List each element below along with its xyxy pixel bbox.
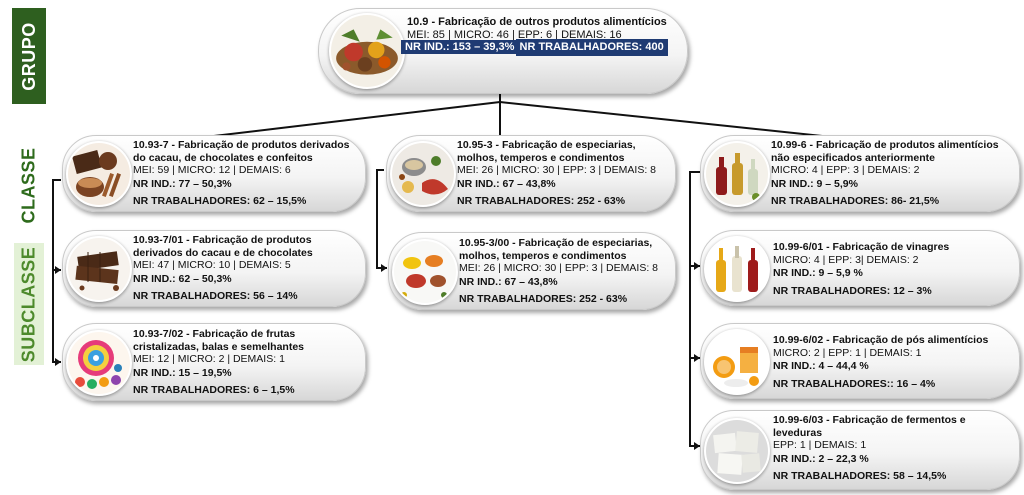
spices-trunk	[376, 169, 387, 269]
subclass-other-2-trab: NR TRABALHADORES:: 16 – 4%	[773, 377, 936, 390]
class-other-ind: NR IND.: 9 – 5,9%	[771, 177, 858, 190]
juice-powder-image	[704, 329, 770, 395]
class-cocoa-counts: MEI: 59 | MICRO: 12 | DEMAIS: 6	[133, 164, 291, 176]
subclass-cocoa-1-ind: NR IND.: 62 – 50,3%	[133, 272, 232, 285]
subclass-spices-1-ind: NR IND.: 67 – 43,8%	[459, 275, 558, 288]
class-node-other: 10.99-6 - Fabricação de produtos aliment…	[700, 135, 1020, 212]
subclass-cocoa-2-title: 10.93-7/02 - Fabricação de frutas crista…	[133, 328, 305, 353]
group-counts: MEI: 85 | MICRO: 46 | EPP: 6 | DEMAIS: 1…	[407, 28, 622, 41]
group-ind-badge: NR IND.: 153 – 39,3%	[401, 40, 519, 54]
subclass-node-other-2: 10.99-6/02 - Fabricação de pós alimentíc…	[700, 323, 1020, 399]
subclass-spices-1-title: 10.95-3/00 - Fabricação de especiarias, …	[459, 237, 653, 262]
class-other-counts: MICRO: 4 | EPP: 3 | DEMAIS: 2	[771, 164, 920, 176]
chocolate-image	[66, 141, 132, 207]
subclass-other-1-ind: NR IND.: 9 – 5,9 %	[773, 267, 863, 279]
subclass-other-3-ind: NR IND.: 2 – 22,3 %	[773, 452, 869, 465]
class-cocoa-trab: NR TRABALHADORES: 62 – 15,5%	[133, 195, 307, 207]
candy-image	[66, 330, 132, 396]
subclass-other-2-counts: MICRO: 2 | EPP: 1 | DEMAIS: 1	[773, 346, 922, 359]
spices-bowls-image	[390, 141, 456, 207]
arrow-other-sub3	[694, 442, 700, 450]
class-node-cocoa: 10.93-7 - Fabricação de produtos derivad…	[62, 135, 366, 212]
spice-spoons-image	[392, 239, 458, 305]
class-spices-title: 10.95-3 - Fabricação de especiarias, mol…	[457, 139, 636, 164]
subclass-cocoa-2-ind: NR IND.: 15 – 19,5%	[133, 366, 232, 379]
class-other-trab: NR TRABALHADORES: 86- 21,5%	[771, 195, 940, 207]
subclass-other-3-title: 10.99-6/03 - Fabricação de fermentos e l…	[773, 414, 966, 439]
group-title: 10.9 - Fabricação de outros produtos ali…	[407, 16, 667, 28]
subclass-cocoa-1-title: 10.93-7/01 - Fabricação de produtos deri…	[133, 234, 313, 259]
class-spices-trab: NR TRABALHADORES: 252 - 63%	[457, 195, 626, 207]
vinegar-image	[704, 236, 770, 302]
subclass-node-cocoa-1: 10.93-7/01 - Fabricação de produtos deri…	[62, 230, 366, 307]
chocolate-bar-image	[66, 236, 132, 302]
class-node-spices: 10.95-3 - Fabricação de especiarias, mol…	[386, 135, 676, 212]
subclass-node-cocoa-2: 10.93-7/02 - Fabricação de frutas crista…	[62, 323, 366, 401]
subclass-other-1-title: 10.99-6/01 - Fabricação de vinagres	[773, 241, 950, 253]
subclass-other-1-counts: MICRO: 4 | EPP: 3| DEMAIS: 2	[773, 253, 919, 266]
class-cocoa-ind: NR IND.: 77 – 50,3%	[133, 177, 232, 190]
subclass-node-other-3: 10.99-6/03 - Fabricação de fermentos e l…	[700, 410, 1020, 490]
branch-to-other	[499, 101, 861, 141]
subclass-cocoa-2-trab: NR TRABALHADORES: 6 – 1,5%	[133, 384, 295, 396]
subclass-cocoa-1-trab: NR TRABALHADORES: 56 – 14%	[133, 290, 298, 302]
arrow-other-sub1	[694, 262, 700, 270]
class-other-title: 10.99-6 - Fabricação de produtos aliment…	[771, 139, 999, 164]
subclass-other-3-trab: NR TRABALHADORES: 58 – 14,5%	[773, 470, 947, 482]
grupo-label: GRUPO	[12, 8, 46, 104]
spices-image	[329, 13, 405, 89]
arrow-cocoa-sub1	[55, 266, 61, 274]
class-cocoa-title: 10.93-7 - Fabricação de produtos derivad…	[133, 139, 350, 164]
group-node: 10.9 - Fabricação de outros produtos ali…	[318, 8, 688, 94]
subclasse-label: SUBCLASSE	[14, 243, 44, 365]
subclass-spices-1-counts: MEI: 26 | MICRO: 30 | EPP: 3 | DEMAIS: 8	[459, 262, 658, 274]
subclass-cocoa-2-counts: MEI: 12 | MICRO: 2 | DEMAIS: 1	[133, 353, 285, 365]
yeast-image	[704, 418, 770, 484]
subclass-spices-1-trab: NR TRABALHADORES: 252 - 63%	[459, 293, 628, 305]
subclass-other-3-counts: EPP: 1 | DEMAIS: 1	[773, 439, 867, 451]
class-spices-counts: MEI: 26 | MICRO: 30 | EPP: 3 | DEMAIS: 8	[457, 164, 656, 176]
subclass-cocoa-1-counts: MEI: 47 | MICRO: 10 | DEMAIS: 5	[133, 259, 291, 271]
subclass-node-spices-1: 10.95-3/00 - Fabricação de especiarias, …	[388, 232, 676, 310]
subclass-other-2-ind: NR IND.: 4 – 44,4 %	[773, 360, 869, 372]
subclass-node-other-1: 10.99-6/01 - Fabricação de vinagres MICR…	[700, 230, 1020, 306]
other-trunk	[689, 171, 700, 447]
branch-to-cocoa	[179, 101, 501, 141]
arrow-other-sub2	[694, 354, 700, 362]
subclass-other-2-title: 10.99-6/02 - Fabricação de pós alimentíc…	[773, 334, 989, 346]
bottles-image	[704, 141, 770, 207]
class-spices-ind: NR IND.: 67 – 43,8%	[457, 177, 556, 190]
group-trab-badge: NR TRABALHADORES: 400	[515, 39, 668, 56]
arrow-cocoa-sub2	[55, 358, 61, 366]
arrow-spices-sub1	[381, 264, 387, 272]
subclass-other-1-trab: NR TRABALHADORES: 12 – 3%	[773, 284, 932, 297]
